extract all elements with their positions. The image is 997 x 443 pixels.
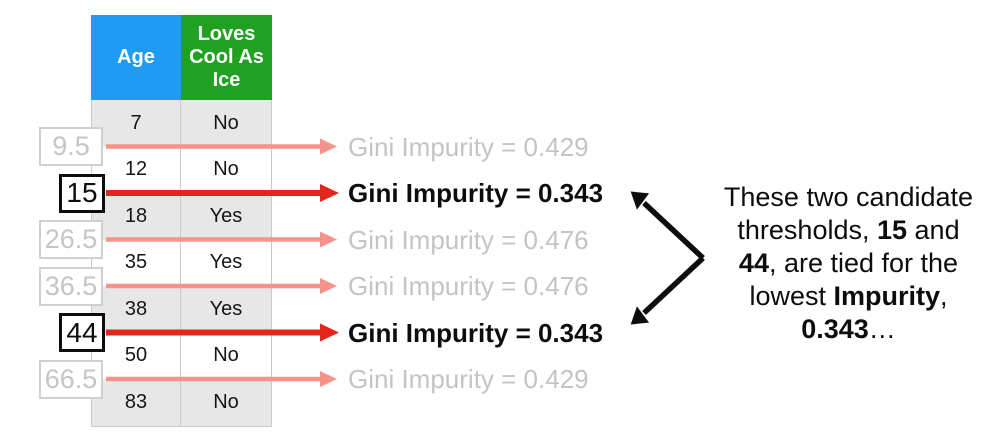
cell-loves-cool-as-ice: No bbox=[213, 158, 239, 181]
gini-arrowhead bbox=[320, 184, 339, 202]
annotation-bold-text: 44 bbox=[738, 248, 769, 278]
cell-age: 7 bbox=[92, 100, 181, 147]
gini-arrowhead bbox=[320, 138, 337, 155]
cell-loves-cool-as-ice: Yes bbox=[209, 204, 243, 227]
gini-arrowhead bbox=[320, 231, 337, 248]
cell-age: 12 bbox=[92, 146, 181, 193]
annotation-bold-text: Impurity bbox=[833, 281, 941, 311]
table-row: 50 No bbox=[92, 332, 271, 379]
cell-age: 50 bbox=[92, 332, 181, 379]
tie-arrowhead-down bbox=[630, 306, 650, 325]
annotation-plain-text: These two candidate bbox=[723, 182, 974, 212]
annotation-line: 0.343… bbox=[700, 313, 997, 346]
gini-impurity-label: Gini Impurity = 0.429 bbox=[348, 364, 589, 394]
tie-bracket-arrows bbox=[630, 191, 705, 325]
threshold-box: 9.5 bbox=[39, 127, 103, 166]
annotation-plain-text: … bbox=[868, 314, 896, 344]
annotation-bold-text: 0.343 bbox=[801, 314, 869, 344]
annotation-line: These two candidate bbox=[700, 181, 997, 214]
table-header: Age Loves Cool As Ice bbox=[91, 15, 272, 100]
annotation-plain-text: lowest bbox=[749, 281, 834, 311]
gini-impurity-label: Gini Impurity = 0.476 bbox=[348, 271, 589, 301]
cell-age: 35 bbox=[92, 239, 181, 286]
table-row: 38 Yes bbox=[92, 286, 271, 333]
cell-age: 83 bbox=[92, 379, 181, 426]
annotation-plain-text: thresholds, bbox=[737, 215, 877, 245]
annotation-line: thresholds, 15 and bbox=[700, 214, 997, 247]
threshold-box: 15 bbox=[59, 173, 105, 213]
table-row: 18 Yes bbox=[92, 193, 271, 240]
cell-loves-cool-as-ice: No bbox=[213, 111, 239, 134]
gini-impurity-label: Gini Impurity = 0.343 bbox=[348, 317, 604, 348]
cell-age: 38 bbox=[92, 286, 181, 333]
cell-loves-cool-as-ice: No bbox=[213, 344, 239, 367]
annotation-plain-text: and bbox=[907, 215, 960, 245]
annotation-line: 44, are tied for the bbox=[700, 247, 997, 280]
column-header-age: Age bbox=[91, 15, 181, 100]
gini-impurity-label: Gini Impurity = 0.476 bbox=[348, 224, 589, 255]
gini-impurity-label: Gini Impurity = 0.429 bbox=[348, 131, 589, 162]
table-row: 35 Yes bbox=[92, 239, 271, 286]
threshold-box: 66.5 bbox=[39, 359, 103, 399]
annotation-bold-text: 15 bbox=[876, 215, 908, 245]
gini-impurity-label: Gini Impurity = 0.343 bbox=[348, 178, 604, 208]
table-row: 7 No bbox=[92, 100, 271, 147]
annotation-line: lowest Impurity, bbox=[700, 280, 997, 313]
cell-loves-cool-as-ice: Yes bbox=[209, 297, 243, 320]
threshold-box: 44 bbox=[59, 313, 105, 352]
cell-loves-cool-as-ice: No bbox=[213, 390, 239, 413]
threshold-box: 26.5 bbox=[39, 220, 103, 259]
gini-arrowhead bbox=[320, 371, 337, 387]
gini-arrowhead bbox=[320, 278, 337, 294]
gini-arrowhead bbox=[320, 323, 339, 342]
cell-loves-cool-as-ice: Yes bbox=[209, 251, 243, 274]
column-header-loves-cool-as-ice: Loves Cool As Ice bbox=[181, 15, 272, 100]
threshold-box: 36.5 bbox=[39, 266, 103, 306]
tie-arrowhead-up bbox=[630, 191, 650, 210]
table-row: 12 No bbox=[92, 146, 271, 193]
annotation-plain-text: , bbox=[940, 281, 948, 311]
table-row: 83 No bbox=[92, 379, 271, 426]
annotation-plain-text: , are tied for the bbox=[768, 248, 959, 278]
cell-age: 18 bbox=[92, 193, 181, 240]
